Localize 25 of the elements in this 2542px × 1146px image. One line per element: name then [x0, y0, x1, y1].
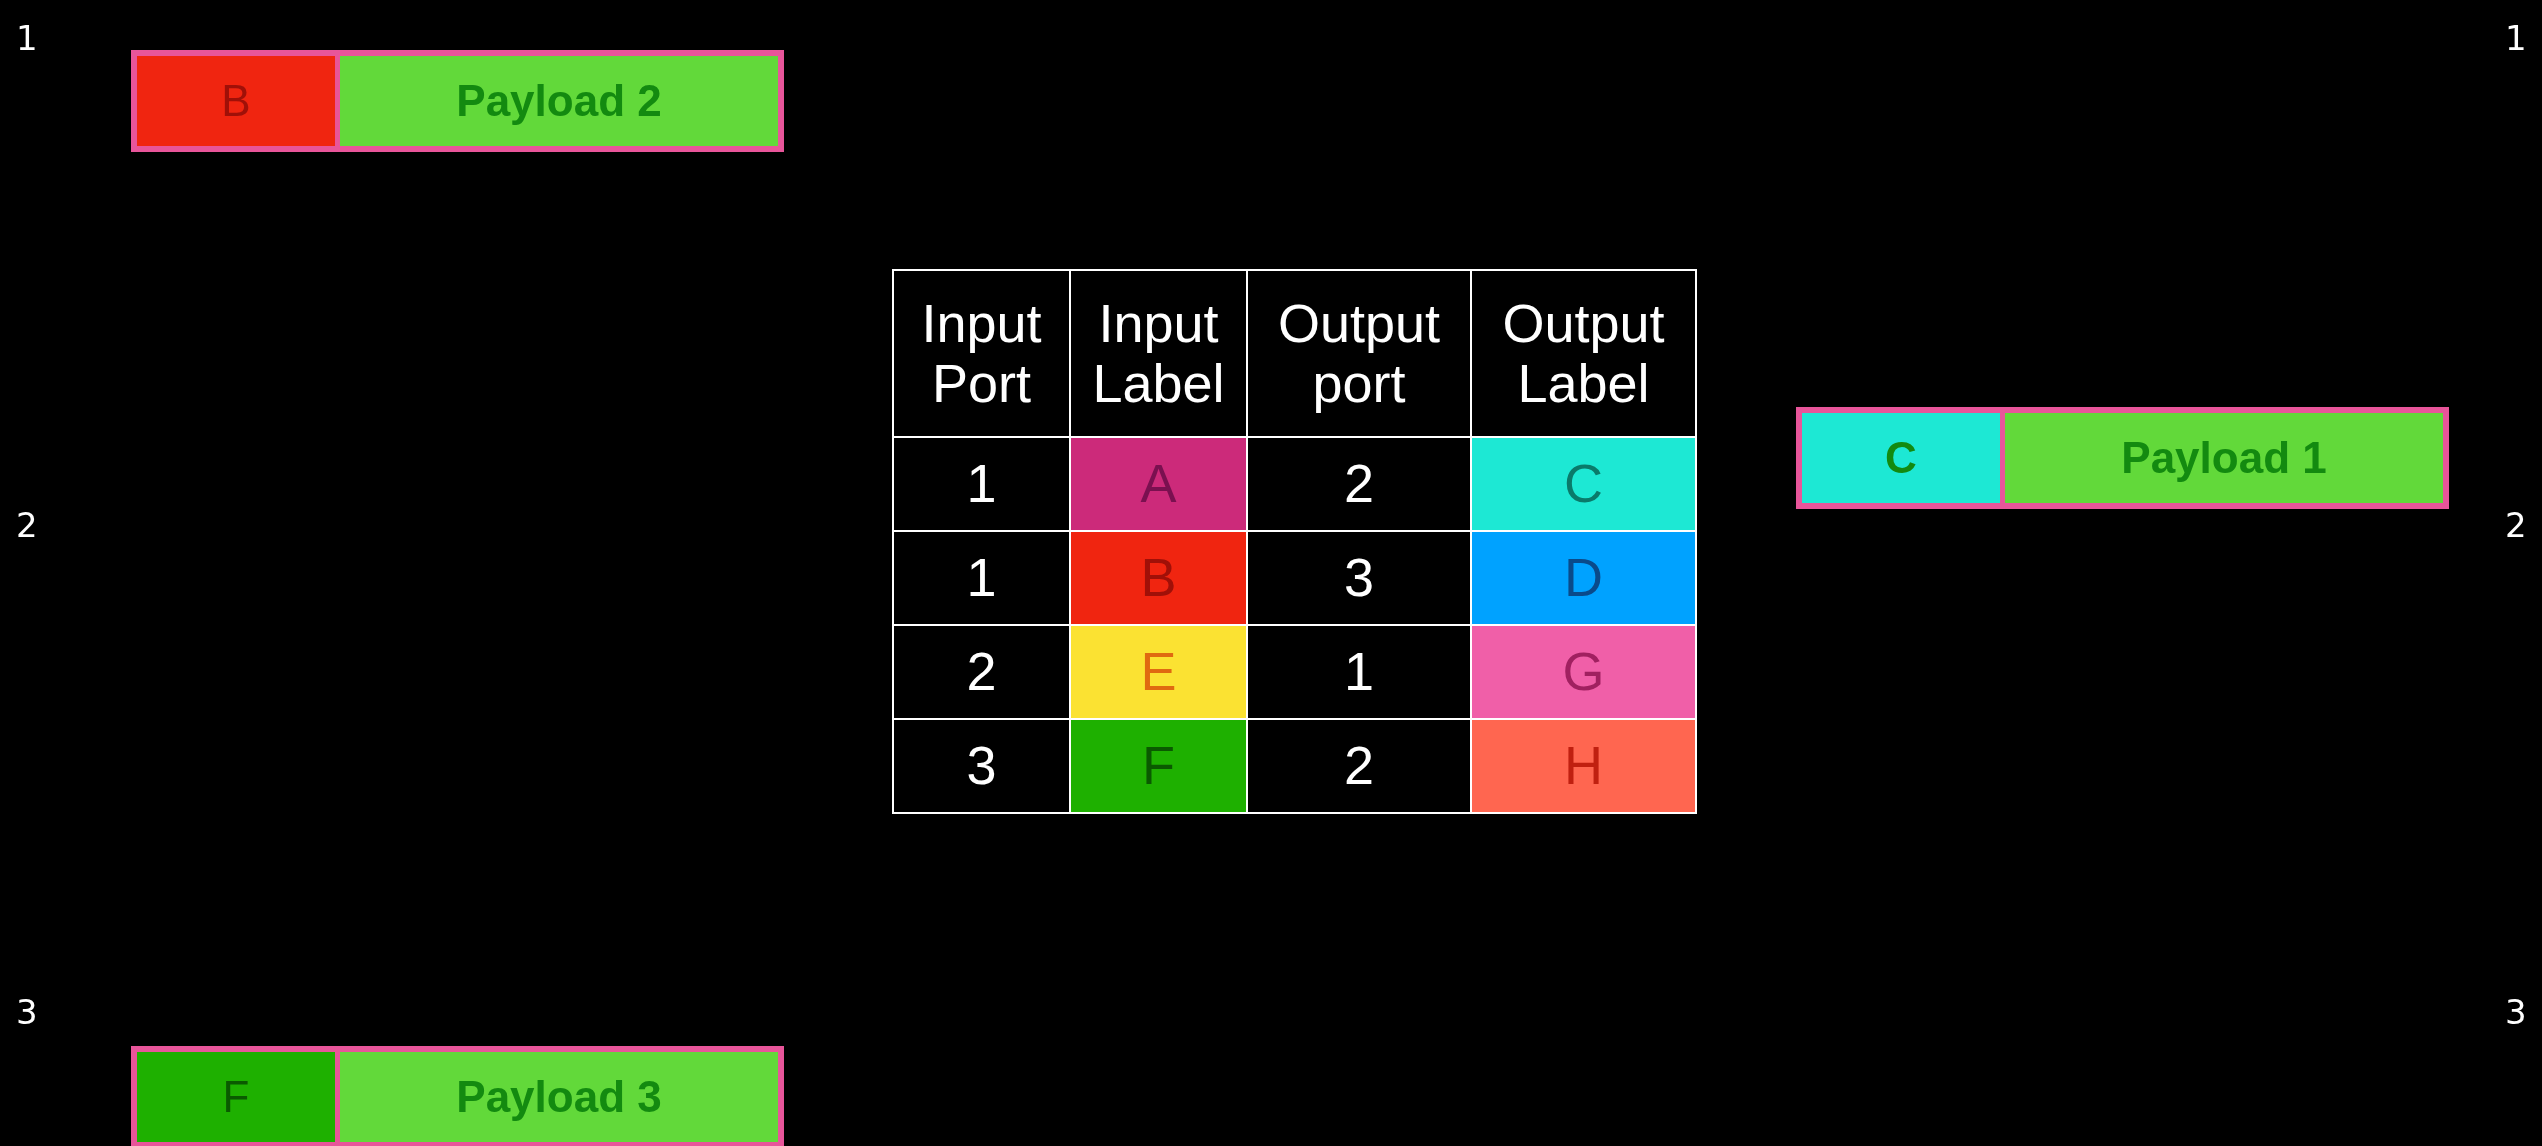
port-number: 1	[16, 18, 38, 58]
table-cell: A	[1070, 437, 1247, 531]
table-cell: H	[1471, 719, 1696, 813]
table-cell: E	[1070, 625, 1247, 719]
port-number: 3	[16, 992, 38, 1032]
table-cell: F	[1070, 719, 1247, 813]
packet	[1796, 407, 2449, 509]
label-field: B	[137, 56, 340, 146]
payload-field: Payload 1	[2005, 413, 2443, 503]
table-cell: D	[1471, 531, 1696, 625]
port-number: 3	[2505, 992, 2527, 1032]
payload-field: Payload 3	[340, 1052, 778, 1142]
payload-field: Payload 2	[340, 56, 778, 146]
table-cell: G	[1471, 625, 1696, 719]
header-cell: Input Port	[893, 270, 1070, 437]
port-number: 2	[2505, 505, 2527, 545]
table-cell: B	[1070, 531, 1247, 625]
header-cell: Output port	[1247, 270, 1471, 437]
packet	[131, 1046, 784, 1146]
label-field: C	[1802, 413, 2005, 503]
label-field: F	[137, 1052, 340, 1142]
table-cell: C	[1471, 437, 1696, 531]
port-number: 1	[2505, 18, 2527, 58]
port-number: 2	[16, 505, 38, 545]
packet	[131, 50, 784, 152]
